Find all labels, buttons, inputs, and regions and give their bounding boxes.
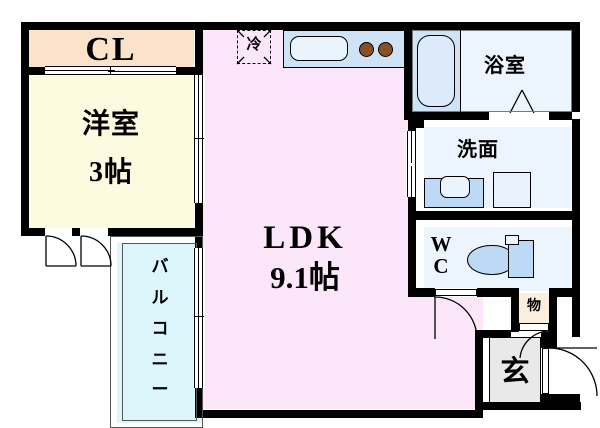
- wall-left-outer: [21, 22, 29, 229]
- wc-label-line2: C: [433, 254, 449, 279]
- wall-washroom-toilet-div: [408, 211, 572, 220]
- bathroom-door-opening[interactable]: [489, 112, 549, 120]
- storage-label: 物: [527, 299, 541, 314]
- bedroom-door-handle: [194, 138, 204, 140]
- wall-closet-bottom-right: [176, 67, 203, 75]
- bedroom-door-swing-left: [45, 235, 77, 267]
- wall-closet-bottom-left: [21, 67, 45, 75]
- bathtub: [417, 35, 455, 107]
- wall-entrance-right-b: [541, 394, 580, 410]
- bathroom-fill: [460, 30, 572, 112]
- wall-right-outer-2: [572, 119, 580, 297]
- vanity-basin: [440, 176, 470, 198]
- ldk-size-label: 9.1帖: [270, 260, 340, 295]
- bathroom-label: 浴室: [484, 55, 526, 77]
- wall-bottom-bedroom: [21, 228, 203, 236]
- bedroom-size-label: 3帖: [88, 157, 133, 188]
- ldk-balcony-line-2: [198, 248, 200, 320]
- wc-door-panel[interactable]: [435, 289, 477, 296]
- storage-fill: [519, 293, 549, 323]
- genkan-step-outline: [489, 337, 541, 409]
- bedroom-window-right[interactable]: [80, 228, 108, 236]
- wall-bottom-ldk: [195, 410, 483, 418]
- ldk-fill: [203, 29, 408, 409]
- toilet-lid: [505, 235, 519, 245]
- kitchen-sink: [290, 36, 348, 61]
- wall-kitchen-bath-divider: [404, 22, 412, 120]
- entrance-fill: [489, 337, 541, 409]
- storage-door-panel[interactable]: [519, 323, 549, 331]
- ldk-balcony-line-1: [194, 248, 196, 388]
- refrigerator-label: 冷: [246, 37, 262, 53]
- wall-ldk-water-left-a: [408, 120, 416, 132]
- washroom-door-line-1: [407, 131, 409, 197]
- ldk-balcony-handle: [194, 316, 204, 318]
- balcony-char-0: バ: [151, 257, 169, 276]
- kitchen-counter-outline: [283, 30, 408, 68]
- balcony-char-4: ー: [151, 380, 169, 400]
- washroom-door-line-3: [411, 166, 413, 197]
- wall-storage-left: [511, 288, 519, 332]
- balcony-fill: [117, 243, 203, 423]
- wall-entrance-left: [475, 330, 483, 410]
- balcony-char-3: ニ: [151, 349, 169, 369]
- wall-bedroom-right-top: [195, 22, 203, 75]
- balcony-label: バ ル コ ニ ー: [148, 258, 172, 399]
- wc-label: W C: [428, 233, 454, 277]
- refrigerator-space-box: [237, 30, 271, 64]
- wall-bath-bottom-gap: [408, 112, 416, 120]
- ldk-hall-fill: [408, 293, 483, 409]
- wall-bottom-entry: [475, 402, 581, 410]
- ldk-balcony-line-4: [202, 248, 204, 388]
- closet-door-handle: [110, 66, 112, 75]
- wall-top-mid: [203, 22, 408, 30]
- wall-top-left: [21, 22, 203, 30]
- refrigerator-corner-marks: [236, 29, 272, 65]
- balcony-char-1: ル: [151, 287, 169, 307]
- wall-top-right: [408, 22, 580, 30]
- entrance-door-swing: [548, 347, 598, 397]
- washroom-door-line-2: [411, 131, 413, 163]
- toilet-bowl: [467, 245, 515, 275]
- closet-door-line-mid: [45, 70, 115, 72]
- stove-burner-right: [378, 42, 393, 57]
- entrance-label: 玄: [500, 356, 530, 388]
- bedroom-door-line-2: [198, 75, 200, 141]
- wall-right-outer-3: [572, 297, 580, 337]
- wc-label-line1: W: [430, 232, 452, 256]
- closet-door-line-mid2: [108, 71, 176, 73]
- bathroom-door-fold: [509, 89, 535, 114]
- wall-right-outer: [572, 22, 580, 112]
- wall-bedroom-right-bottom: [195, 203, 203, 236]
- bathroom-outline: [412, 30, 572, 112]
- toilet-tank: [508, 240, 534, 278]
- stove-burner-left: [359, 42, 374, 57]
- ldk-label: LDK: [263, 220, 347, 256]
- closet-label: CL: [85, 31, 137, 68]
- washing-machine-space: [493, 172, 531, 208]
- bedroom-fill: [28, 76, 194, 228]
- washroom-door-line-4: [415, 131, 417, 197]
- wall-storage-right: [549, 288, 557, 338]
- entrance-door-panel[interactable]: [542, 348, 549, 394]
- bedroom-door-line-3: [198, 138, 200, 203]
- bedroom-label: 洋室: [81, 109, 140, 140]
- bathroom-tub-divider: [460, 30, 462, 112]
- wc-door-swing: [434, 296, 478, 340]
- wall-toilet-bottom-right: [549, 288, 580, 297]
- washroom-label: 洗面: [457, 139, 499, 161]
- balcony-char-2: コ: [151, 318, 169, 338]
- wall-ldk-water-left-b: [408, 196, 416, 296]
- bedroom-door-swing-right: [80, 235, 112, 267]
- bedroom-window-left[interactable]: [45, 228, 72, 236]
- wall-washroom-left-inner: [416, 120, 424, 128]
- ldk-balcony-line-3: [198, 316, 200, 388]
- closet-fill: [28, 29, 194, 67]
- wall-entrance-top: [475, 330, 511, 338]
